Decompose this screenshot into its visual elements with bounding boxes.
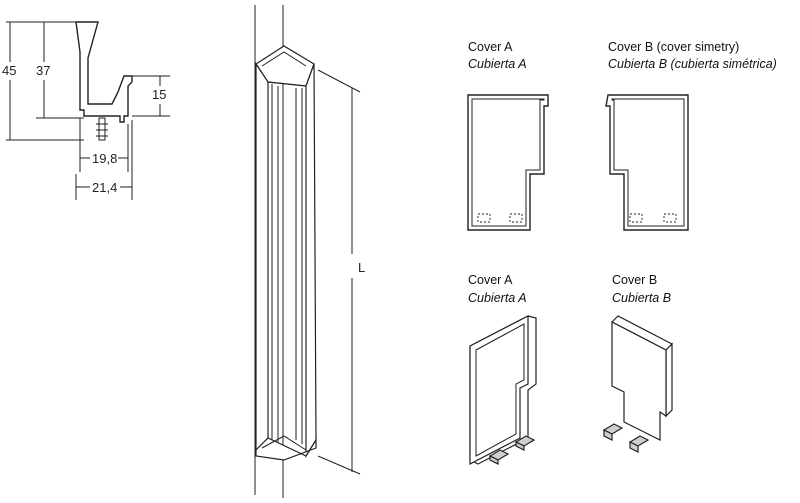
dim-45-label: 45 bbox=[2, 63, 16, 78]
cover-b-plan: Cover B (cover simetry) Cubierta B (cubi… bbox=[605, 40, 777, 231]
cover-a-3d-plate bbox=[469, 315, 529, 465]
length-ext-top bbox=[317, 69, 361, 93]
dim-21-4-label: 21,4 bbox=[92, 180, 117, 195]
cover-a-3d: Cover A Cubierta A bbox=[468, 273, 537, 465]
cover-b-3d-title: Cover B bbox=[612, 273, 657, 287]
cover-b-3d-plate bbox=[665, 342, 673, 418]
dim-19-8-label: 19,8 bbox=[92, 151, 117, 166]
column-assembly: L bbox=[254, 5, 365, 498]
cover-b-plan-title: Cover B (cover simetry) bbox=[608, 40, 739, 54]
cover-a-plan: Cover A Cubierta A bbox=[467, 40, 549, 231]
length-label: L bbox=[358, 260, 365, 275]
cover-a-3d-title: Cover A bbox=[468, 273, 513, 287]
cover-b-3d-subtitle: Cubierta B bbox=[612, 291, 671, 305]
cover-a-plan-outline bbox=[467, 94, 549, 231]
cover-a-plan-title: Cover A bbox=[468, 40, 513, 54]
cover-a-plan-subtitle: Cubierta A bbox=[468, 57, 527, 71]
fixing-pin bbox=[96, 117, 108, 141]
profile-outline bbox=[75, 21, 133, 123]
length-ext-bottom bbox=[317, 455, 361, 475]
cover-b-plan-subtitle: Cubierta B (cubierta simétrica) bbox=[608, 57, 777, 71]
profile-body bbox=[255, 62, 269, 452]
profile-cross-section: 45 37 15 19,8 21,4 bbox=[2, 21, 170, 200]
dim-37-label: 37 bbox=[36, 63, 50, 78]
cover-b-plan-outline bbox=[605, 94, 689, 231]
cover-b-3d: Cover B Cubierta B bbox=[602, 273, 674, 453]
cover-a-3d-subtitle: Cubierta A bbox=[468, 291, 527, 305]
dim-15-label: 15 bbox=[152, 87, 166, 102]
